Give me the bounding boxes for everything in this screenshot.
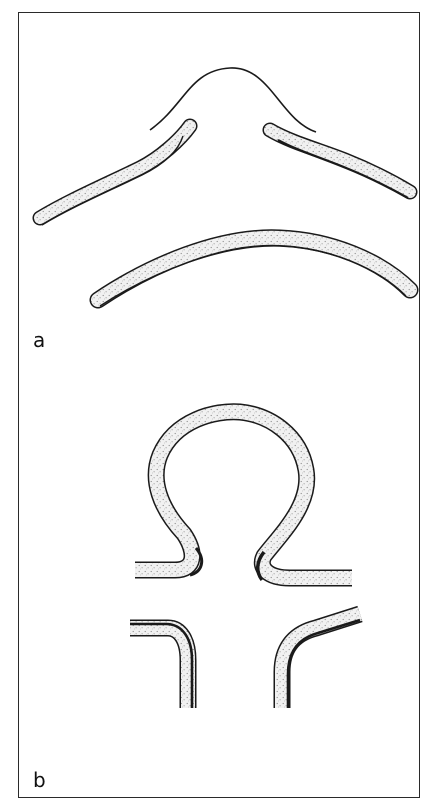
bulge-outline (150, 68, 316, 132)
panel-label-b: b (33, 770, 46, 790)
lower-left-membrane (130, 624, 192, 708)
panel-b-illustration (130, 412, 360, 708)
lower-arch-membrane (98, 238, 410, 306)
panel-label-a: a (33, 330, 45, 350)
panel-a-illustration (40, 68, 410, 306)
upper-right-membrane (270, 130, 410, 198)
upper-left-membrane (40, 126, 190, 225)
omega-vesicle-membrane (135, 412, 352, 580)
lower-right-membrane (282, 614, 360, 708)
